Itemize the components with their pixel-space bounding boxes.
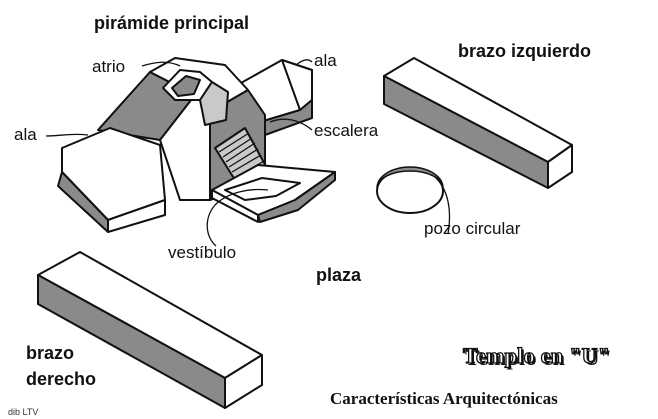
left-arm-label: brazo izquierdo	[458, 41, 592, 61]
right-arm-block	[37, 251, 263, 409]
atrium-label: atrio	[92, 57, 126, 76]
main-pyramid-drawing	[57, 57, 336, 233]
right-arm-label-line1: brazo	[26, 343, 75, 363]
diagram-title: Templo en "U"	[462, 343, 611, 368]
right-arm-label-line2: derecho	[26, 369, 97, 389]
main-pyramid-label: pirámide principal	[94, 13, 250, 33]
leader-lines	[45, 59, 451, 247]
plaza-label: plaza	[316, 265, 362, 285]
vestibule-label: vestíbulo	[168, 243, 237, 262]
credit-text: dib LTV	[8, 407, 39, 417]
staircase-label: escalera	[314, 121, 379, 140]
wing-right-label: ala	[314, 51, 337, 70]
circular-well-label: pozo circular	[424, 219, 521, 238]
diagram-subtitle: Características Arquitectónicas	[330, 389, 558, 408]
wing-left-label: ala	[14, 125, 37, 144]
left-wing-block	[57, 127, 166, 233]
circular-well-drawing	[376, 166, 444, 214]
left-arm-block	[383, 57, 573, 189]
